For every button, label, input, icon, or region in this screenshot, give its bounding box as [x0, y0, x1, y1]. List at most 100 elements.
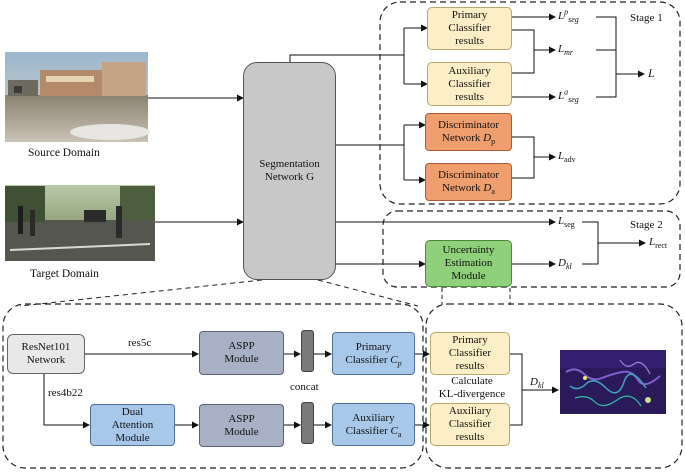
loss-seg-p-base: L [558, 10, 565, 22]
loss-adv-base: L [558, 150, 565, 162]
calc-line2: KL-divergence [438, 388, 506, 400]
loss-total: L [648, 66, 655, 80]
loss-seg-p-sup: p [564, 7, 569, 17]
loss-seg-a: Laseg [558, 87, 579, 105]
disc-p-sub: p [491, 137, 496, 147]
uncertainty-line3: Module [451, 270, 486, 282]
aspp-top-line1: ASPP [228, 340, 255, 352]
dual-line3: Module [115, 431, 150, 444]
zoom-line-left [19, 279, 263, 307]
zoom-line-right [317, 279, 419, 307]
loss-mr: Lmr [558, 43, 574, 58]
kl-divergence-map [560, 350, 666, 414]
disc-p-line2: Network Dp [441, 132, 496, 147]
concat-block-bottom [301, 402, 314, 444]
loss-seg-sub: seg [564, 220, 575, 230]
res5c-label: res5c [128, 337, 152, 349]
network-g-line2: Network G [264, 171, 315, 183]
cp-line1: Primary [355, 340, 392, 353]
line-total-combiner [596, 16, 617, 98]
source-domain-label: Source Domain [28, 147, 100, 159]
aspp-bottom-line2: Module [224, 425, 259, 438]
loss-seg-a-sup: a [564, 87, 569, 97]
res4b22-label: res4b22 [48, 387, 83, 399]
loss-dkl-base: D [558, 257, 566, 269]
kl-dkl-sub: kl [537, 381, 544, 391]
kl-aux-line1: Auxiliary [448, 405, 492, 417]
uncertainty-line1: Uncertainty [442, 244, 495, 256]
disc-p-network-word: Network [441, 132, 481, 144]
kl-dkl-label: Dkl [530, 376, 544, 391]
ca-line2: Classifier Ca [346, 424, 402, 439]
resnet-line2: Network [26, 354, 66, 366]
network-g-line1: Segmentation [259, 158, 320, 170]
dual-line2: Attention [111, 418, 154, 431]
resnet-line1: ResNet101 [21, 341, 71, 353]
line-disc-combiner [512, 136, 535, 179]
target-domain-image [5, 185, 155, 261]
primary-classifier-cp: Primary Classifier Cp [332, 332, 415, 375]
cp-var: C [390, 353, 398, 366]
loss-seg-a-base: L [558, 90, 565, 102]
loss-dkl: Dkl [558, 257, 572, 272]
cp-classifier-word: Classifier [345, 353, 388, 366]
disc-p-var: D [483, 132, 492, 144]
ca-var: C [390, 424, 398, 437]
aspp-module-bottom: ASPP Module [199, 404, 284, 447]
disc-a-network-word: Network [442, 182, 481, 194]
disc-a-line2: Network Da [442, 182, 495, 197]
kl-aux-line3: results [455, 431, 485, 443]
stage1-region [379, 1, 681, 205]
loss-mr-base: L [558, 43, 565, 55]
kl-primary-line2: Classifier [448, 347, 492, 359]
stage1-label: Stage 1 [630, 12, 663, 24]
kl-dkl-base: D [530, 376, 538, 388]
loss-adv: Ladv [558, 150, 576, 164]
uncertainty-line2: Estimation [444, 257, 493, 269]
loss-dkl-sub: kl [565, 262, 572, 272]
dual-attention-module: Dual Attention Module [90, 404, 175, 446]
concat-label: concat [290, 381, 319, 393]
discriminator-network-dp: Discriminator Network Dp [425, 113, 512, 151]
stage1-primary-line2: Classifier [448, 22, 491, 34]
uncertainty-estimation-module: Uncertainty Estimation Module [425, 240, 512, 287]
kl-aux-line2: Classifier [448, 418, 492, 430]
concat-block-top [301, 330, 314, 372]
calculate-kl-label: Calculate KL-divergence [434, 375, 510, 401]
line-kl-combiner [510, 353, 523, 426]
aspp-top-line2: Module [224, 353, 259, 365]
line-rect-combiner [582, 221, 599, 265]
loss-seg: Lseg [558, 215, 575, 230]
stage1-primary-results: Primary Classifier results [427, 7, 512, 50]
loss-rect-sub: rect [655, 241, 668, 251]
ca-sub: a [397, 429, 402, 439]
kl-region [425, 303, 683, 469]
disc-a-var: D [483, 182, 492, 194]
disc-a-line1: Discriminator [437, 169, 500, 181]
ca-line1: Auxiliary [352, 411, 395, 424]
auxiliary-classifier-ca: Auxiliary Classifier Ca [332, 403, 415, 446]
kl-primary-line1: Primary [452, 334, 488, 346]
kl-primary-results: Primary Classifier results [430, 332, 510, 375]
stage1-auxiliary-line3: results [455, 90, 484, 103]
stage2-label: Stage 2 [630, 219, 663, 231]
loss-seg-a-sub: seg [568, 95, 579, 105]
loss-mr-sub: mr [564, 48, 574, 58]
source-domain-image [5, 52, 150, 142]
loss-seg-p-sub: seg [568, 15, 579, 25]
arrow-g-to-classifiers [289, 54, 404, 62]
arrow-resnet-to-dual [43, 374, 90, 429]
stage1-primary-line3: results [455, 35, 484, 47]
resnet101-network: ResNet101 Network [7, 334, 85, 374]
detail-region [2, 303, 424, 469]
disc-a-sub: a [491, 187, 495, 197]
calc-line1: Calculate [451, 375, 493, 387]
stage2-region [382, 210, 681, 288]
kl-primary-line3: results [455, 360, 485, 372]
disc-p-line1: Discriminator [437, 119, 500, 131]
discriminator-network-da: Discriminator Network Da [425, 163, 512, 201]
stage1-auxiliary-line1: Auxiliary [448, 64, 491, 77]
aspp-module-top: ASPP Module [199, 331, 284, 375]
segmentation-network-g: Segmentation Network G [243, 62, 336, 280]
